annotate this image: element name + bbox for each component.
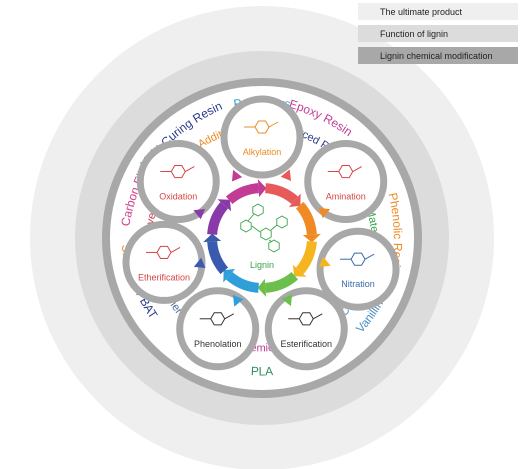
cycle-arrowhead — [223, 268, 236, 283]
pointer-icon — [280, 169, 292, 181]
legend-item-modification: Lignin chemical modification — [358, 46, 518, 65]
cycle-arc — [264, 271, 299, 293]
legend-swatch: Lignin chemical modification — [358, 47, 518, 64]
molecule-icon — [199, 312, 234, 326]
curved-label: PLA — [251, 364, 274, 378]
molecule-icon — [327, 164, 362, 179]
modification-node: Esterification — [264, 287, 348, 371]
modification-nodes: AlkylationAminationNitrationEsterificati… — [122, 95, 400, 371]
modification-node: Amination — [304, 140, 388, 224]
modification-circle — [220, 95, 304, 179]
pointer-icon — [193, 257, 206, 269]
legend-label: The ultimate product — [380, 6, 463, 17]
legend: The ultimate product Function of lignin … — [358, 2, 518, 68]
modification-label: Etherification — [138, 272, 190, 282]
lignin-center: Lignin — [193, 169, 331, 307]
legend-label: Lignin chemical modification — [380, 50, 493, 61]
modification-node: Phenolation — [176, 287, 260, 371]
pointer-icon — [319, 256, 331, 268]
molecule-icon — [244, 120, 279, 134]
pointer-icon — [231, 169, 243, 182]
modification-label: Phenolation — [194, 339, 242, 349]
pointer-icon — [318, 207, 331, 219]
modification-circle — [304, 140, 388, 224]
molecule-icon — [340, 252, 375, 266]
modification-node: Oxidation — [136, 140, 220, 224]
legend-swatch: The ultimate product — [358, 3, 518, 20]
modification-node: Etherification — [122, 220, 206, 304]
cycle-arc — [295, 201, 317, 236]
pointer-icon — [193, 208, 205, 220]
legend-swatch: Function of lignin — [358, 25, 518, 42]
cycle-arrowhead — [288, 193, 301, 208]
lignin-structure-icon — [240, 203, 288, 253]
modification-label: Amination — [326, 192, 366, 202]
modification-node: Alkylation — [220, 95, 304, 179]
cycle-arc — [225, 183, 260, 205]
cycle-arrowhead — [257, 278, 267, 297]
cycle-arrowhead — [203, 233, 222, 243]
cycle-arrowhead — [257, 179, 267, 198]
lignin-label: Lignin — [250, 260, 274, 270]
molecule-icon — [288, 312, 323, 326]
legend-item-product: The ultimate product — [358, 2, 518, 21]
cycle-arrowhead — [302, 233, 321, 243]
cycle-arc — [225, 271, 260, 293]
modification-label: Nitration — [341, 279, 375, 289]
modification-label: Esterification — [281, 339, 333, 349]
cycle-arrowhead — [217, 199, 232, 212]
molecule-icon — [160, 164, 195, 179]
modification-label: Alkylation — [243, 147, 282, 157]
legend-item-function: Function of lignin — [358, 24, 518, 43]
cycle-arrowhead — [292, 264, 307, 277]
cycle-arc — [207, 240, 229, 275]
modification-circle — [264, 287, 348, 371]
pointer-icon — [232, 295, 244, 307]
modification-circle — [316, 227, 400, 311]
modification-label: Oxidation — [159, 192, 197, 202]
modification-circle — [136, 140, 220, 224]
cycle-arc — [207, 201, 229, 236]
pointer-icon — [281, 294, 293, 307]
modification-circle — [176, 287, 260, 371]
cycle-arc — [295, 240, 317, 275]
modification-circle — [122, 220, 206, 304]
legend-label: Function of lignin — [380, 28, 449, 39]
modification-node: Nitration — [316, 227, 400, 311]
cycle-arc — [264, 183, 299, 205]
molecule-icon — [146, 245, 181, 259]
